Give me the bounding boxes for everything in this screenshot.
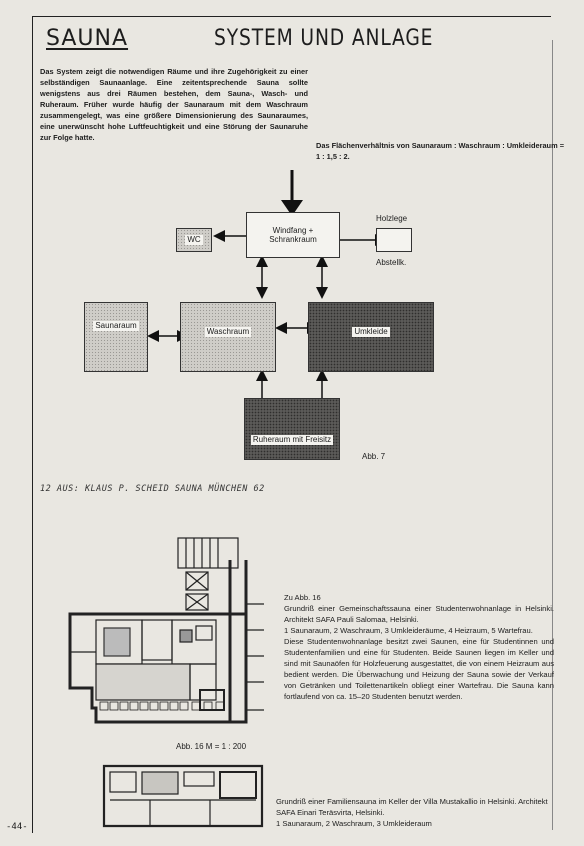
wc-box: WC [176, 228, 212, 252]
wc-label: WC [185, 235, 203, 245]
ruheraum-label: Ruheraum mit Freisitz [250, 435, 334, 445]
bottom-caption: Grundriß einer Familiensauna im Keller d… [276, 796, 556, 829]
source-note: 12 AUS: KLAUS P. SCHEID SAUNA MÜNCHEN 62 [40, 484, 265, 494]
umkleide-box: Umkleide [308, 302, 434, 372]
ratio-paragraph: Das Flächenverhältnis von Saunaraum : Wa… [316, 141, 565, 161]
waschraum-label: Waschraum [204, 327, 252, 337]
saunaraum-label: Saunaraum [93, 321, 139, 331]
umkleide-label: Umkleide [352, 327, 390, 337]
figure-caption: Abb. 7 [362, 452, 386, 461]
windfang-label-2: Schrankraum [269, 235, 317, 244]
zu-paragraph-1: Grundriß einer Gemeinschaftssauna einer … [284, 604, 554, 624]
waschraum-box: Waschraum [180, 302, 276, 372]
plan-caption: Abb. 16 M = 1 : 200 [176, 742, 247, 751]
holzlege-box [376, 228, 412, 252]
zu-paragraph-2: 1 Saunaraum, 2 Waschraum, 3 Umkleideräum… [284, 626, 533, 635]
windfang-box: Windfang + Schrankraum [246, 212, 340, 258]
section-heading: SAUNA [46, 26, 129, 51]
saunaraum-box: Saunaraum [84, 302, 148, 372]
page-frame [32, 16, 551, 833]
bottom-paragraph-1: Grundriß einer Familiensauna im Keller d… [276, 797, 548, 817]
holzlege-label: Holzlege [376, 214, 408, 223]
zu-heading: Zu Abb. 16 [284, 593, 321, 602]
right-rule [552, 40, 553, 830]
intro-paragraph: Das System zeigt die notwendigen Räume u… [40, 67, 308, 142]
page-title: SYSTEM UND ANLAGE [214, 26, 434, 51]
bottom-paragraph-2: 1 Saunaraum, 2 Waschraum, 3 Umkleideraum [276, 819, 432, 828]
abstellk-label: Abstellk. [376, 258, 407, 267]
windfang-label-1: Windfang + [272, 226, 314, 235]
zu-paragraph-3: Diese Studentenwohnanlage besitzt zwei S… [284, 637, 554, 701]
ruheraum-box: Ruheraum mit Freisitz [244, 398, 340, 460]
zu-abb-text: Zu Abb. 16 Grundriß einer Gemeinschaftss… [284, 592, 554, 702]
page-number: -44- [6, 822, 28, 832]
